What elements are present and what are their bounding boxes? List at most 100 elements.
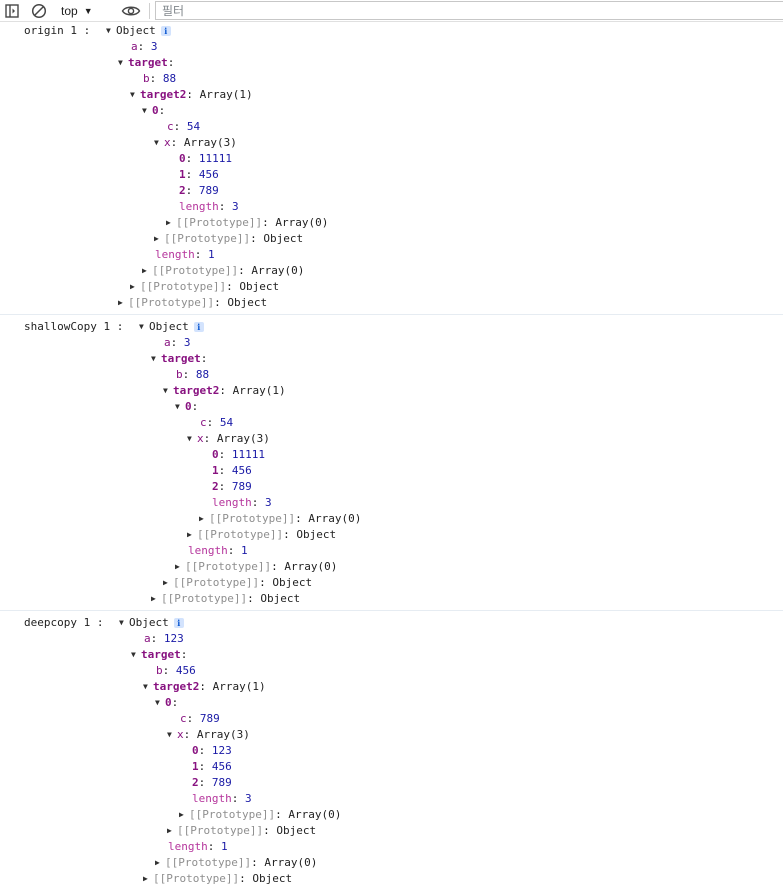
prop-x[interactable]: ▼x: Array(3) [154,136,237,149]
prop-a: a: 3 [164,336,191,349]
prop-x-2: 2: 789 [212,480,252,493]
prop-index0-prototype[interactable]: ▶[[Prototype]]: Object [187,528,337,541]
prop-target[interactable]: ▼target: [151,352,208,365]
info-icon[interactable]: i [193,322,204,332]
prop-target2[interactable]: ▼target2: Array(1) [163,384,286,397]
prop-index0-prototype[interactable]: ▶[[Prototype]]: Object [154,232,304,245]
prop-target-prototype[interactable]: ▶[[Prototype]]: Object [163,576,313,589]
prop-x[interactable]: ▼x: Array(3) [187,432,270,445]
prop-x-prototype[interactable]: ▶[[Prototype]]: Array(0) [166,216,329,229]
triangle-right-icon[interactable]: ▶ [118,298,123,307]
filter-input[interactable] [155,1,783,20]
prop-x-1: 1: 456 [192,760,232,773]
triangle-down-icon[interactable]: ▼ [187,434,192,443]
prop-x-1: 1: 456 [179,168,219,181]
log-label: deepcopy 1 : [24,616,104,629]
prop-target2-prototype[interactable]: ▶[[Prototype]]: Array(0) [155,856,318,869]
prop-x-length: length: 3 [212,496,272,509]
context-selector-label: top [61,4,78,18]
prop-target2-prototype[interactable]: ▶[[Prototype]]: Array(0) [142,264,305,277]
triangle-down-icon[interactable]: ▼ [155,698,160,707]
triangle-down-icon[interactable]: ▼ [118,58,123,67]
object-preview: Object [149,320,189,333]
prop-index0-prototype[interactable]: ▶[[Prototype]]: Object [167,824,317,837]
triangle-down-icon[interactable]: ▼ [142,106,147,115]
prop-x-2: 2: 789 [179,184,219,197]
triangle-right-icon[interactable]: ▶ [130,282,135,291]
prop-x-0: 0: 11111 [212,448,265,461]
triangle-right-icon[interactable]: ▶ [166,218,171,227]
toolbar-divider [149,3,150,19]
triangle-right-icon[interactable]: ▶ [143,874,148,883]
triangle-down-icon[interactable]: ▼ [154,138,159,147]
prop-target[interactable]: ▼target: [118,56,175,69]
prop-target[interactable]: ▼target: [131,648,188,661]
prop-x-0: 0: 11111 [179,152,232,165]
prop-target2-length: length: 1 [168,840,228,853]
context-selector[interactable]: top ▼ [61,0,93,22]
object-preview: Object [116,24,156,37]
triangle-down-icon[interactable]: ▼ [167,730,172,739]
prop-a: a: 3 [131,40,158,53]
triangle-right-icon[interactable]: ▶ [155,858,160,867]
triangle-down-icon[interactable]: ▼ [143,682,148,691]
triangle-right-icon[interactable]: ▶ [142,266,147,275]
clear-console-icon[interactable] [31,3,47,19]
triangle-down-icon[interactable]: ▼ [163,386,168,395]
triangle-right-icon[interactable]: ▶ [163,578,168,587]
prop-root-prototype[interactable]: ▶[[Prototype]]: Object [151,592,301,605]
log-label: origin 1 : [24,24,91,37]
triangle-right-icon[interactable]: ▶ [167,826,172,835]
prop-c: c: 789 [180,712,220,725]
console-toolbar: top ▼ [0,0,783,22]
triangle-right-icon[interactable]: ▶ [179,810,184,819]
message-divider [0,610,783,611]
prop-b: b: 88 [143,72,177,85]
log-label: shallowCopy 1 : [24,320,124,333]
prop-target2[interactable]: ▼target2: Array(1) [130,88,253,101]
prop-target2-length: length: 1 [188,544,248,557]
prop-root-prototype[interactable]: ▶[[Prototype]]: Object [118,296,268,309]
prop-x-2: 2: 789 [192,776,232,789]
triangle-down-icon[interactable]: ▼ [130,90,135,99]
live-expression-eye-icon[interactable] [121,3,141,19]
triangle-down-icon[interactable]: ▼ [119,618,124,627]
prop-c: c: 54 [167,120,201,133]
triangle-down-icon[interactable]: ▼ [106,26,111,35]
prop-x-prototype[interactable]: ▶[[Prototype]]: Array(0) [199,512,362,525]
triangle-down-icon[interactable]: ▼ [139,322,144,331]
triangle-right-icon[interactable]: ▶ [187,530,192,539]
triangle-right-icon[interactable]: ▶ [151,594,156,603]
info-icon[interactable]: i [160,26,171,36]
triangle-down-icon[interactable]: ▼ [131,650,136,659]
triangle-down-icon[interactable]: ▼ [151,354,156,363]
object-preview: Object [129,616,169,629]
prop-x-length: length: 3 [192,792,252,805]
triangle-right-icon[interactable]: ▶ [175,562,180,571]
prop-x[interactable]: ▼x: Array(3) [167,728,250,741]
prop-index-0[interactable]: ▼0: [175,400,199,413]
prop-target2-prototype[interactable]: ▶[[Prototype]]: Array(0) [175,560,338,573]
triangle-down-icon[interactable]: ▼ [175,402,180,411]
sidebar-toggle-icon[interactable] [4,3,20,19]
prop-target-prototype[interactable]: ▶[[Prototype]]: Object [130,280,280,293]
prop-a: a: 123 [144,632,184,645]
prop-index-0[interactable]: ▼0: [142,104,166,117]
prop-x-prototype[interactable]: ▶[[Prototype]]: Array(0) [179,808,342,821]
triangle-right-icon[interactable]: ▶ [154,234,159,243]
prop-index-0[interactable]: ▼0: [155,696,179,709]
chevron-down-icon: ▼ [83,6,93,16]
prop-x-length: length: 3 [179,200,239,213]
prop-target2-length: length: 1 [155,248,215,261]
prop-target-prototype[interactable]: ▶[[Prototype]]: Object [143,872,293,885]
prop-b: b: 456 [156,664,196,677]
info-icon[interactable]: i [173,618,184,628]
prop-b: b: 88 [176,368,210,381]
prop-target2[interactable]: ▼target2: Array(1) [143,680,266,693]
triangle-right-icon[interactable]: ▶ [199,514,204,523]
prop-x-0: 0: 123 [192,744,232,757]
prop-c: c: 54 [200,416,234,429]
